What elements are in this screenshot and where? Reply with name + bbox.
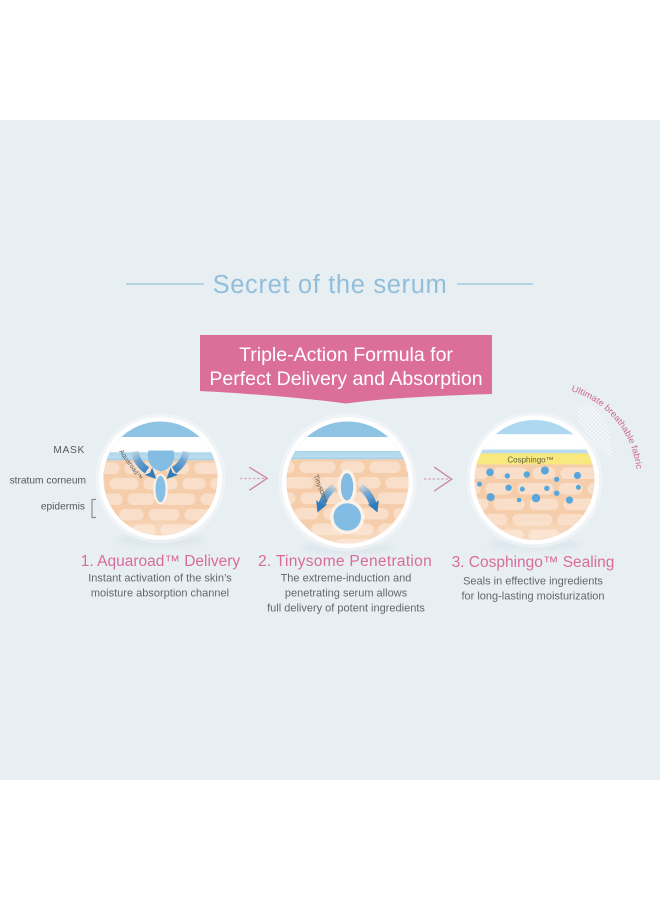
svg-text:Perfect Delivery and Absorptio: Perfect Delivery and Absorption xyxy=(209,368,482,390)
svg-text:Triple-Action Formula for: Triple-Action Formula for xyxy=(239,344,453,366)
svg-text:The extreme-induction and: The extreme-induction and xyxy=(281,573,412,585)
svg-text:penetrating serum allows: penetrating serum allows xyxy=(285,588,408,600)
svg-text:Instant activation of the skin: Instant activation of the skin’s xyxy=(88,573,232,585)
svg-text:2. Tinysome Penetration: 2. Tinysome Penetration xyxy=(258,553,432,570)
svg-text:epidermis: epidermis xyxy=(41,502,85,513)
svg-text:3. Cosphingo™ Sealing: 3. Cosphingo™ Sealing xyxy=(452,554,615,571)
svg-text:Seals in effective ingredients: Seals in effective ingredients xyxy=(463,576,603,588)
svg-text:for long-lasting moisturizatio: for long-lasting moisturization xyxy=(461,591,604,603)
svg-text:1. Aquaroad™ Delivery: 1. Aquaroad™ Delivery xyxy=(81,553,241,570)
svg-text:moisture absorption channel: moisture absorption channel xyxy=(91,588,229,600)
svg-text:full delivery of potent ingred: full delivery of potent ingredients xyxy=(267,603,425,615)
svg-text:Cosphingo™: Cosphingo™ xyxy=(507,456,553,465)
svg-text:MASK: MASK xyxy=(53,445,85,456)
svg-text:stratum corneum: stratum corneum xyxy=(10,476,86,487)
svg-text:Secret of the serum: Secret of the serum xyxy=(213,271,448,299)
